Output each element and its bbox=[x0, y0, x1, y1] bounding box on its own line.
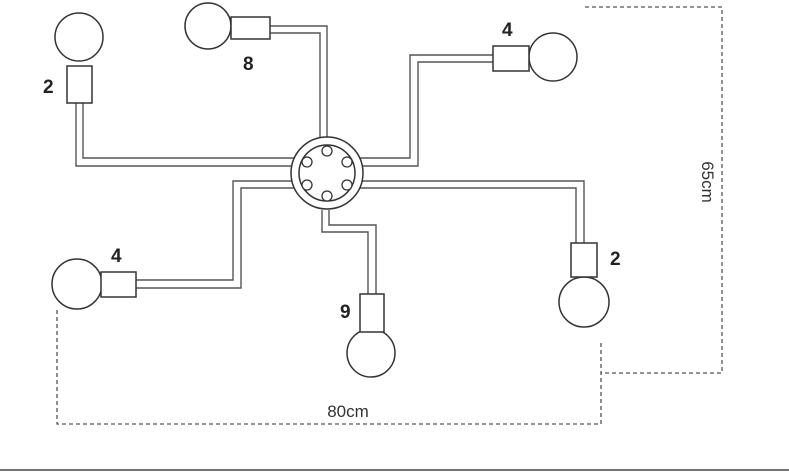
bulb bbox=[54, 12, 104, 62]
height-dim-label: 65cm bbox=[698, 161, 717, 203]
pipe-top-upper-inner bbox=[270, 25, 328, 140]
pipe-bottom-middle-inner bbox=[328, 210, 377, 294]
arm-label: 2 bbox=[43, 77, 54, 98]
bulb bbox=[528, 32, 578, 82]
pipe-top-left-inner bbox=[82, 103, 297, 159]
socket bbox=[230, 16, 271, 40]
hub-hole bbox=[341, 156, 353, 168]
width-dim-line bbox=[56, 310, 602, 425]
arm-label: 4 bbox=[111, 246, 122, 267]
pipe-bottom-left-outer bbox=[136, 180, 297, 281]
width-dim-label: 80cm bbox=[327, 402, 369, 421]
hub-hole bbox=[321, 190, 333, 202]
lamp-bottom-right bbox=[558, 242, 610, 328]
pipe-bottom-right-inner bbox=[358, 187, 577, 243]
arm-labels: 2 8 4 4 9 2 bbox=[43, 20, 621, 323]
bulb bbox=[346, 328, 396, 378]
bulb bbox=[51, 258, 103, 310]
socket bbox=[100, 271, 137, 298]
lamp-top-left bbox=[54, 12, 104, 104]
pipe-bottom-left-inner bbox=[136, 187, 297, 289]
bulb bbox=[558, 276, 610, 328]
pipe-top-right-inner bbox=[358, 54, 493, 159]
hub-hole bbox=[301, 156, 313, 168]
socket bbox=[359, 293, 385, 333]
pipe-bottom-middle-outer bbox=[321, 210, 369, 294]
hub-hole bbox=[321, 145, 333, 157]
arm-label: 9 bbox=[340, 302, 351, 323]
arm-pipes bbox=[75, 25, 585, 294]
pipe-bottom-right-outer bbox=[358, 180, 585, 243]
lamp-bottom-left bbox=[51, 258, 137, 310]
socket bbox=[66, 65, 93, 104]
arm-label: 2 bbox=[610, 249, 621, 270]
height-dimension: 65cm bbox=[585, 6, 723, 374]
lamp-bottom-middle bbox=[346, 293, 396, 378]
socket bbox=[570, 242, 598, 278]
arm-label: 4 bbox=[502, 20, 513, 41]
width-dimension: 80cm bbox=[56, 310, 602, 425]
pipe-top-right-outer bbox=[358, 61, 493, 167]
lamp-top-upper bbox=[184, 2, 271, 50]
lamp-top-right bbox=[492, 32, 578, 82]
center-hub bbox=[290, 136, 364, 210]
pipe-top-left-outer bbox=[75, 103, 297, 167]
arm-label: 8 bbox=[243, 54, 254, 75]
pipe-top-upper-outer bbox=[270, 32, 321, 140]
hub-hole bbox=[341, 179, 353, 191]
hub-hole bbox=[301, 179, 313, 191]
height-dim-line bbox=[585, 6, 723, 374]
bulb bbox=[184, 2, 232, 50]
socket bbox=[492, 45, 530, 72]
